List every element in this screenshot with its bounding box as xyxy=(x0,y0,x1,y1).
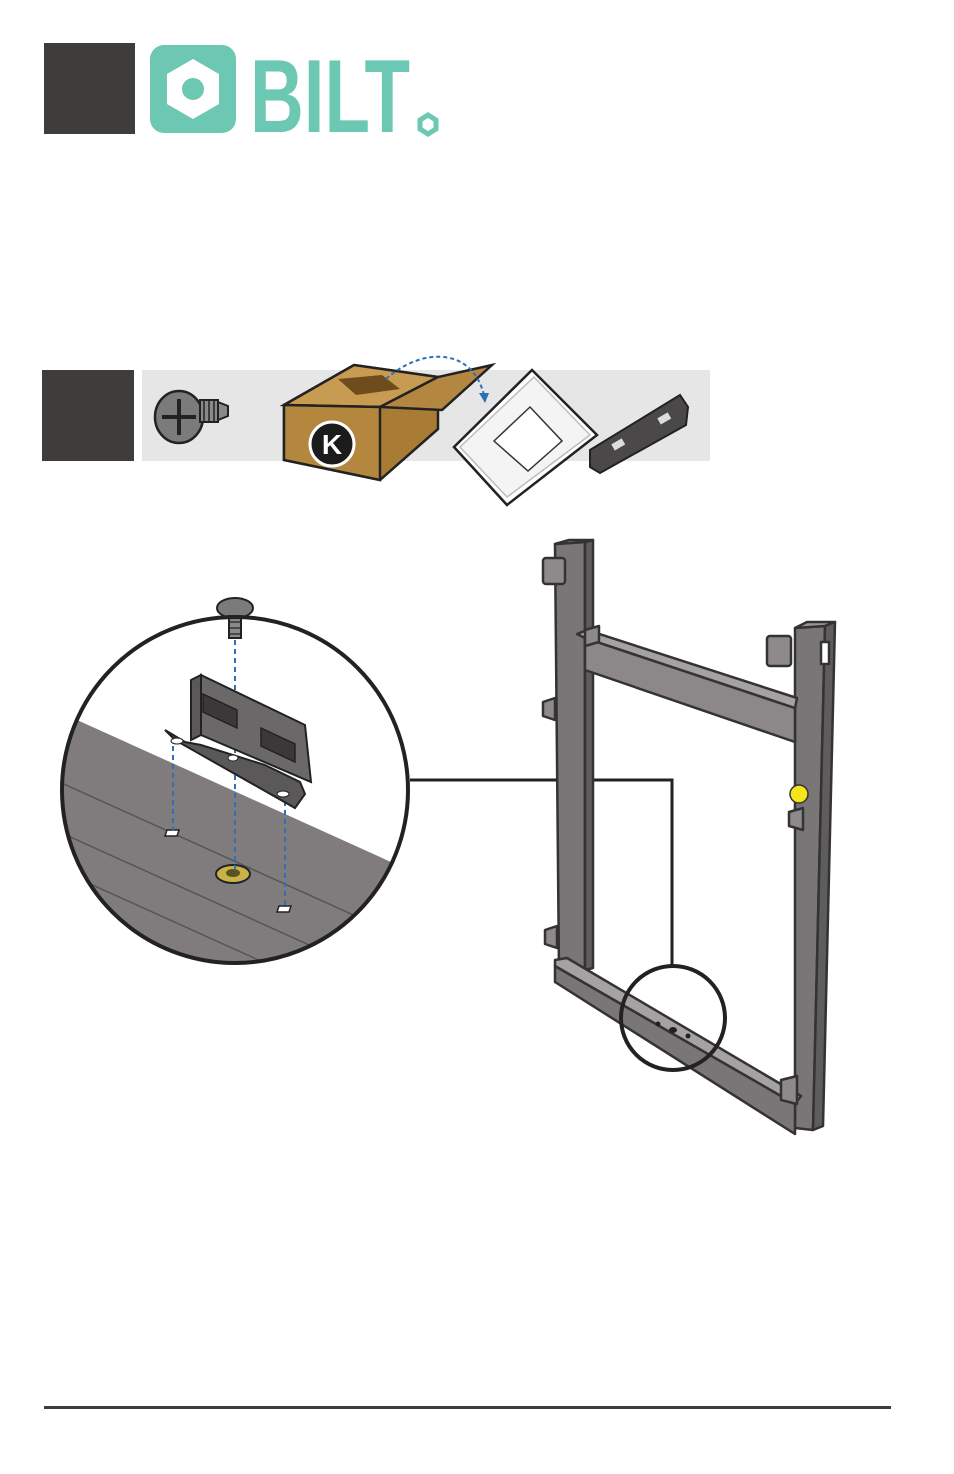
chair-frame xyxy=(541,538,837,1136)
detail-leader-line xyxy=(410,778,674,968)
box-label: K xyxy=(322,429,342,460)
parts-box-icon: K xyxy=(279,362,497,482)
bilt-logo-icon xyxy=(150,45,236,133)
bracket-icon xyxy=(589,393,690,475)
detail-callout-circle xyxy=(619,964,727,1072)
step-number-box xyxy=(44,43,135,134)
detail-magnified-view xyxy=(60,597,410,965)
indicator-dot xyxy=(789,784,809,804)
parts-illustration: K xyxy=(153,355,690,507)
bilt-logo-wordmark: BILT xyxy=(250,40,439,140)
brand-name: BILT xyxy=(250,40,410,140)
parts-step-number-box xyxy=(42,370,134,461)
move-arrow-icon xyxy=(385,355,485,396)
assembly-illustration xyxy=(60,538,837,1136)
screw-icon xyxy=(153,389,229,445)
footer-divider xyxy=(44,1406,891,1409)
parts-bag-icon xyxy=(452,368,599,507)
